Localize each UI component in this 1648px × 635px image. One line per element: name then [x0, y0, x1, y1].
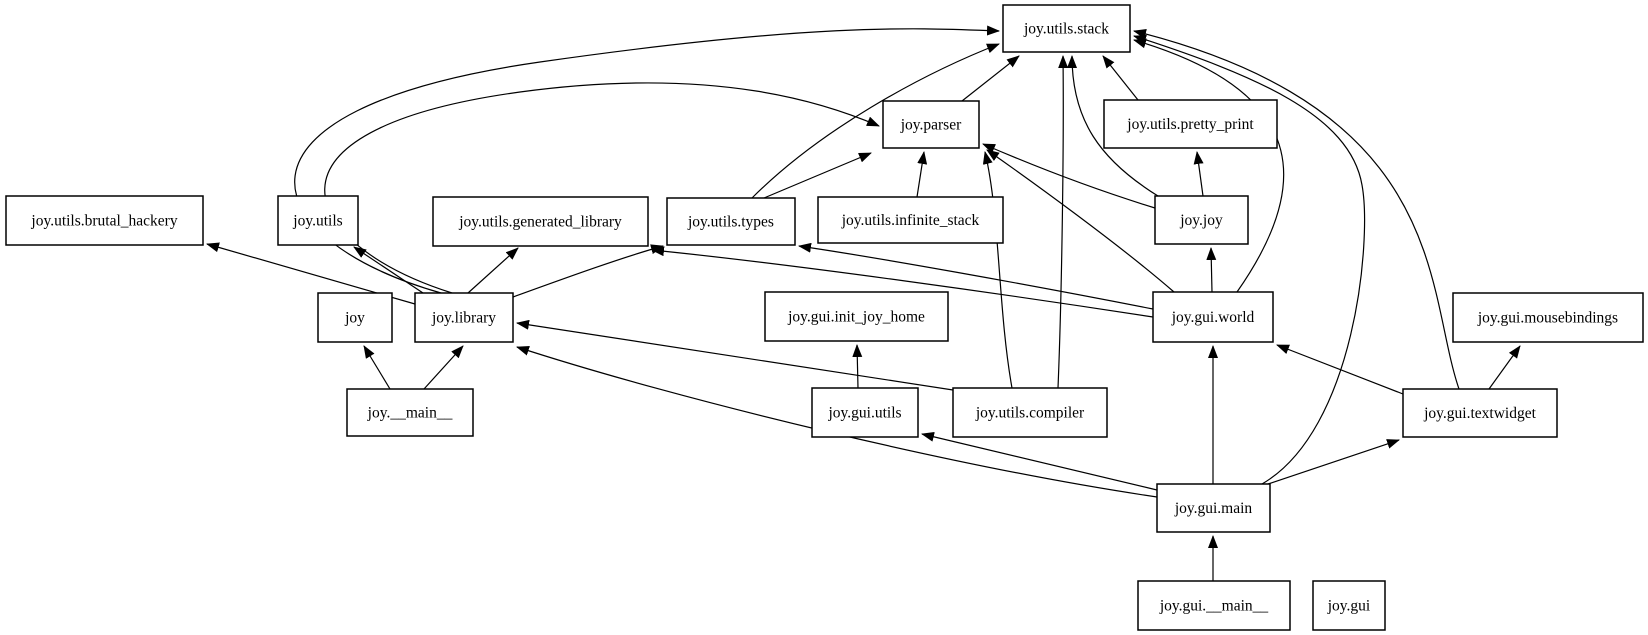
node-label-parser: joy.parser — [900, 117, 962, 134]
node-box-compiler — [952, 387, 1108, 438]
node-label-compiler: joy.utils.compiler — [975, 405, 1085, 422]
node-box-textwidget — [1402, 388, 1558, 438]
node-mousebindings: joy.gui.mousebindings — [1452, 292, 1644, 343]
node-box-gui_utils — [811, 387, 919, 438]
node-box-library — [414, 292, 514, 343]
node-gui_main: joy.gui.main — [1156, 483, 1271, 533]
node-label-brutal_hackery: joy.utils.brutal_hackery — [30, 213, 177, 230]
node-label-infinite_stack: joy.utils.infinite_stack — [841, 212, 980, 229]
edge-types-to-parser — [763, 152, 872, 199]
edge-world-to-generated_library — [651, 246, 1154, 318]
edge-infinite_stack-to-parser — [916, 151, 928, 198]
node-box-parser — [882, 100, 980, 149]
edge-textwidget-to-stack — [1133, 29, 1460, 390]
edge-gui_utils-to-init_joy_home — [852, 344, 863, 389]
node-stack: joy.utils.stack — [1002, 4, 1131, 53]
edge-textwidget-to-mousebindings — [1488, 345, 1521, 390]
node-gui: joy.gui — [1312, 580, 1386, 631]
node-box-utils — [277, 195, 359, 246]
node-label-gui_utils: joy.gui.utils — [827, 405, 901, 422]
node-box-infinite_stack — [817, 196, 1004, 244]
node-joy: joy — [317, 292, 393, 343]
node-label-stack: joy.utils.stack — [1023, 21, 1109, 38]
edge-world-to-joyjoy — [1206, 247, 1217, 293]
edge-gui_main-to-stack — [1133, 34, 1366, 485]
edge-gui_main-to-textwidget — [1267, 439, 1400, 485]
node-label-textwidget: joy.gui.textwidget — [1423, 405, 1536, 422]
edge-library-to-utils — [353, 246, 424, 294]
edge-world-to-stack — [1133, 38, 1285, 293]
edge-library-to-stack — [294, 25, 1000, 294]
node-compiler: joy.utils.compiler — [952, 387, 1108, 438]
node-label-pretty_print: joy.utils.pretty_print — [1126, 116, 1254, 133]
node-types: joy.utils.types — [666, 197, 796, 246]
node-label-generated_library: joy.utils.generated_library — [458, 214, 622, 231]
node-label-utils: joy.utils — [292, 213, 342, 230]
edge-library-to-parser — [324, 82, 880, 294]
node-box-gui_main_main — [1137, 580, 1291, 631]
node-generated_library: joy.utils.generated_library — [432, 196, 649, 247]
node-box-init_joy_home — [764, 291, 949, 342]
node-box-stack — [1002, 4, 1131, 53]
node-gui_main_main: joy.gui.__main__ — [1137, 580, 1291, 631]
node-label-gui_main_main: joy.gui.__main__ — [1159, 598, 1269, 615]
node-textwidget: joy.gui.textwidget — [1402, 388, 1558, 438]
node-box-gui_main — [1156, 483, 1271, 533]
edge-library-to-types — [512, 244, 664, 298]
node-box-mousebindings — [1452, 292, 1644, 343]
node-box-gui — [1312, 580, 1386, 631]
node-label-library: joy.library — [431, 310, 496, 327]
node-utils: joy.utils — [277, 195, 359, 246]
edge-joyjoy-to-stack — [1067, 55, 1159, 197]
edge-world-to-parser — [986, 149, 1175, 293]
node-label-world: joy.gui.world — [1171, 309, 1255, 326]
edge-pretty_print-to-stack — [1102, 55, 1139, 101]
node-label-gui_main: joy.gui.main — [1174, 500, 1253, 517]
node-joyjoy: joy.joy — [1154, 195, 1249, 245]
edge-joy_main-to-library — [423, 345, 464, 390]
node-label-gui: joy.gui — [1327, 598, 1371, 615]
node-box-brutal_hackery — [5, 195, 204, 246]
edge-world-to-types — [798, 242, 1154, 310]
node-box-generated_library — [432, 196, 649, 247]
edge-parser-to-stack — [961, 55, 1020, 102]
edge-gui_main-to-gui_utils — [921, 431, 1158, 491]
edge-joyjoy-to-pretty_print — [1193, 151, 1204, 197]
node-library: joy.library — [414, 292, 514, 343]
edge-library-to-generated_library — [467, 247, 519, 294]
node-box-types — [666, 197, 796, 246]
node-label-types: joy.utils.types — [687, 214, 774, 231]
edge-joy_main-to-joy — [363, 345, 391, 390]
edge-textwidget-to-world — [1276, 344, 1404, 395]
node-box-pretty_print — [1103, 99, 1278, 149]
node-joy_main: joy.__main__ — [346, 388, 474, 437]
node-label-init_joy_home: joy.gui.init_joy_home — [787, 309, 925, 326]
node-init_joy_home: joy.gui.init_joy_home — [764, 291, 949, 342]
node-world: joy.gui.world — [1152, 291, 1274, 343]
node-pretty_print: joy.utils.pretty_print — [1103, 99, 1278, 149]
node-box-joy — [317, 292, 393, 343]
node-parser: joy.parser — [882, 100, 980, 149]
edge-compiler-to-library — [516, 319, 954, 391]
node-brutal_hackery: joy.utils.brutal_hackery — [5, 195, 204, 246]
node-box-world — [1152, 291, 1274, 343]
edge-compiler-to-parser — [982, 151, 1013, 389]
node-gui_utils: joy.gui.utils — [811, 387, 919, 438]
edge-compiler-to-stack — [1057, 55, 1069, 389]
node-label-joy_main: joy.__main__ — [367, 405, 453, 422]
edge-types-to-stack — [751, 43, 1000, 199]
node-label-joy: joy — [344, 310, 365, 327]
node-box-joyjoy — [1154, 195, 1249, 245]
node-infinite_stack: joy.utils.infinite_stack — [817, 196, 1004, 244]
node-label-joyjoy: joy.joy — [1179, 212, 1223, 229]
node-label-mousebindings: joy.gui.mousebindings — [1477, 310, 1618, 327]
node-box-joy_main — [346, 388, 474, 437]
